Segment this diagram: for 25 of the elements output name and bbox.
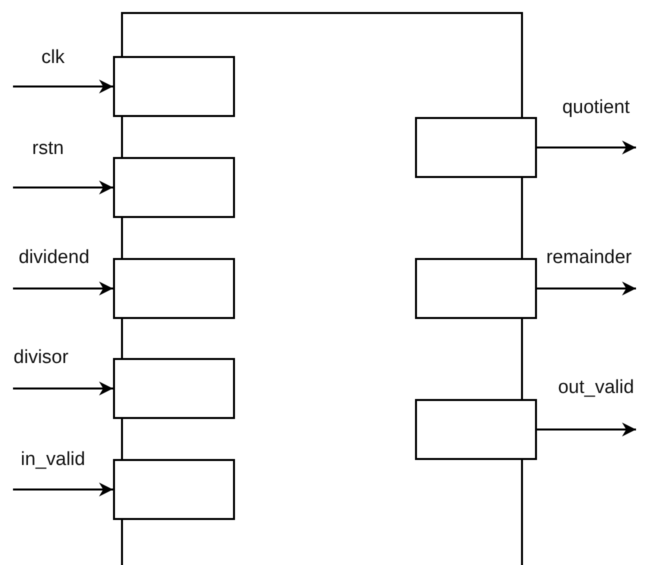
signal-arrow — [537, 422, 636, 436]
signal-arrow — [13, 482, 113, 496]
port-box — [113, 157, 235, 218]
signal-label: remainder — [546, 247, 632, 269]
port-box — [415, 399, 537, 460]
module-box — [121, 12, 523, 565]
port-box — [113, 358, 235, 419]
signal-label: rstn — [32, 138, 64, 160]
signal-label: out_valid — [558, 377, 634, 399]
signal-arrow — [13, 80, 113, 94]
signal-arrow — [537, 140, 636, 154]
port-box — [415, 258, 537, 319]
port-box — [113, 258, 235, 319]
port-box — [113, 459, 235, 520]
signal-label: quotient — [562, 97, 630, 119]
signal-label: dividend — [18, 247, 90, 269]
signal-label: clk — [41, 47, 65, 69]
signal-arrow — [13, 282, 113, 296]
signal-label: divisor — [14, 347, 68, 369]
port-box — [113, 56, 235, 117]
signal-arrow — [13, 382, 113, 396]
signal-label: in_valid — [20, 449, 86, 471]
signal-arrow — [13, 180, 113, 194]
port-box — [415, 117, 537, 178]
signal-arrow — [537, 282, 636, 296]
